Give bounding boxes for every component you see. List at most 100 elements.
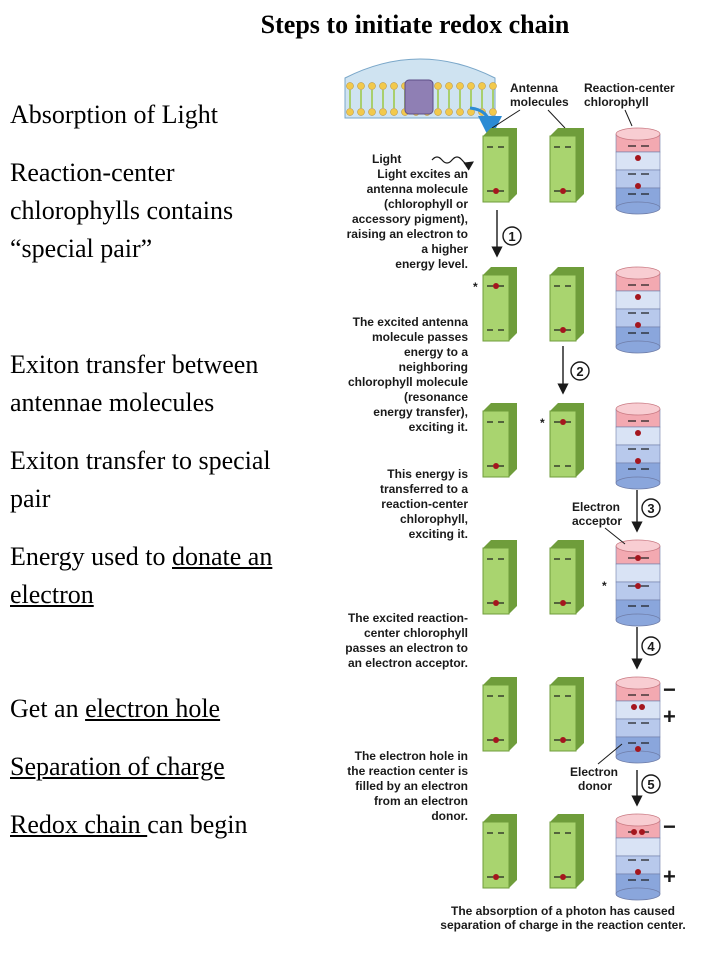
cap2-line: energy to a bbox=[404, 345, 468, 359]
electron-dot bbox=[560, 737, 566, 743]
antenna-molecule-right bbox=[549, 128, 584, 203]
step-number: 4 bbox=[647, 639, 655, 654]
bullet-hole-plain: Get an bbox=[10, 694, 86, 723]
antenna-molecule-right bbox=[549, 814, 584, 889]
reaction-center-cylinder bbox=[615, 676, 661, 764]
electron-dot bbox=[560, 188, 566, 194]
electron-donor-line1: Electron bbox=[570, 765, 618, 779]
cap4-line: The excited reaction- bbox=[348, 611, 468, 625]
step-number-circle bbox=[570, 361, 590, 381]
antenna-molecule-right bbox=[549, 677, 584, 752]
cap5-line: the reaction center is bbox=[347, 764, 468, 778]
lipid-head bbox=[434, 82, 442, 90]
cap1-line: a higher bbox=[421, 242, 468, 256]
electron-dot bbox=[493, 600, 499, 606]
electron-dot bbox=[493, 188, 499, 194]
step-number: 3 bbox=[647, 501, 654, 516]
electron-dot bbox=[635, 458, 641, 464]
bullet-exiton-special-line1: Exiton transfer to special bbox=[10, 446, 271, 475]
electron-donor-line2: donor bbox=[578, 779, 612, 793]
step-arrow-4: 4 bbox=[631, 627, 661, 670]
electron-dot bbox=[631, 704, 637, 710]
lipid-head bbox=[478, 82, 486, 90]
antenna-molecule-left bbox=[482, 814, 517, 889]
cap4-line: passes an electron to bbox=[345, 641, 468, 655]
cap5-line: filled by an electron bbox=[355, 779, 468, 793]
plus-sign-row5: + bbox=[663, 704, 676, 729]
electron-dot bbox=[635, 183, 641, 189]
rc-label-line2: chlorophyll bbox=[584, 95, 649, 109]
electron-dot bbox=[493, 463, 499, 469]
cap2-line: energy transfer), bbox=[373, 405, 468, 419]
cap1-line: Light excites an bbox=[377, 167, 468, 181]
cap3-line: transferred to a bbox=[380, 482, 468, 496]
minus-sign-row6: − bbox=[663, 814, 676, 839]
step-number-circle bbox=[641, 498, 661, 518]
bullet-redox-plain: can begin bbox=[147, 810, 248, 839]
bullet-redox-chain: Redox chain can begin bbox=[10, 806, 330, 844]
electron-dot bbox=[560, 419, 566, 425]
cap2-line: (resonance bbox=[404, 390, 468, 404]
electron-dot bbox=[560, 327, 566, 333]
bullet-list: Absorption of Light Reaction-center chlo… bbox=[10, 0, 330, 960]
electron-dot bbox=[493, 874, 499, 880]
electron-dot bbox=[639, 829, 645, 835]
bullet-redox-underlined: Redox chain bbox=[10, 810, 148, 839]
lipid-head bbox=[390, 82, 398, 90]
cap1-line: accessory pigment), bbox=[352, 212, 468, 226]
antenna-label-line2: molecules bbox=[510, 95, 569, 109]
lipid-head bbox=[357, 82, 365, 90]
cap2-line: molecule passes bbox=[372, 330, 468, 344]
electron-dot bbox=[493, 737, 499, 743]
bullet-exiton-special-line2: pair bbox=[10, 484, 51, 513]
antenna-label-line1: Antenna bbox=[510, 81, 558, 95]
step-number-circle bbox=[641, 774, 661, 794]
antenna-molecule-left bbox=[482, 128, 517, 203]
lipid-head bbox=[357, 108, 365, 116]
reaction-center-cylinder: * bbox=[602, 539, 661, 627]
bullet-donate-underlined: donate an bbox=[172, 542, 273, 571]
cap1-line: (chlorophyll or bbox=[384, 197, 468, 211]
reaction-center-cylinder bbox=[615, 266, 661, 354]
lipid-head bbox=[489, 82, 497, 90]
bullet-reaction-center-line2: chlorophylls contains bbox=[10, 196, 234, 225]
step-arrow-3: 3 bbox=[631, 490, 661, 533]
cap4-line: center chlorophyll bbox=[364, 626, 468, 640]
step-number: 1 bbox=[508, 229, 515, 244]
bullet-donate-electron-line1: Energy used to donate an bbox=[10, 538, 330, 576]
antenna-molecule-left bbox=[482, 540, 517, 615]
reaction-center-cylinder bbox=[615, 127, 661, 215]
cap2-line: exciting it. bbox=[409, 420, 468, 434]
electron-dot bbox=[635, 430, 641, 436]
lipid-head bbox=[368, 82, 376, 90]
lipid-head bbox=[346, 82, 354, 90]
cap2-line: chlorophyll molecule bbox=[348, 375, 468, 389]
cap2-line: The excited antenna bbox=[353, 315, 469, 329]
bullet-donate-plain: Energy used to bbox=[10, 542, 172, 571]
electron-dot bbox=[635, 869, 641, 875]
minus-sign-row5: − bbox=[663, 677, 676, 702]
electron-dot bbox=[635, 555, 641, 561]
antenna-molecule-left bbox=[482, 677, 517, 752]
bullet-exiton-antennae-line1: Exiton transfer between bbox=[10, 350, 259, 379]
bullet-hole-underlined: electron hole bbox=[85, 694, 221, 723]
rc-label-line1: Reaction-center bbox=[584, 81, 675, 95]
electron-dot bbox=[635, 322, 641, 328]
step-arrow-5: 5 bbox=[631, 770, 661, 807]
excited-star: * bbox=[540, 416, 545, 430]
antenna-molecule-right bbox=[549, 540, 584, 615]
electron-dot bbox=[631, 829, 637, 835]
bullet-donate-electron-line2: electron bbox=[10, 580, 94, 609]
cap3-line: This energy is bbox=[387, 467, 468, 481]
lipid-head bbox=[368, 108, 376, 116]
cap5-line: from an electron bbox=[374, 794, 468, 808]
bullet-reaction-center-line3: “special pair” bbox=[10, 234, 153, 263]
electron-dot bbox=[635, 583, 641, 589]
cap1-line: antenna molecule bbox=[367, 182, 469, 196]
slide-title: Steps to initiate redox chain bbox=[260, 10, 570, 39]
electron-dot bbox=[635, 294, 641, 300]
lipid-head bbox=[390, 108, 398, 116]
antenna-molecule-left: * bbox=[473, 267, 517, 342]
step-number-circle bbox=[502, 226, 522, 246]
reaction-center-cylinder bbox=[615, 402, 661, 490]
